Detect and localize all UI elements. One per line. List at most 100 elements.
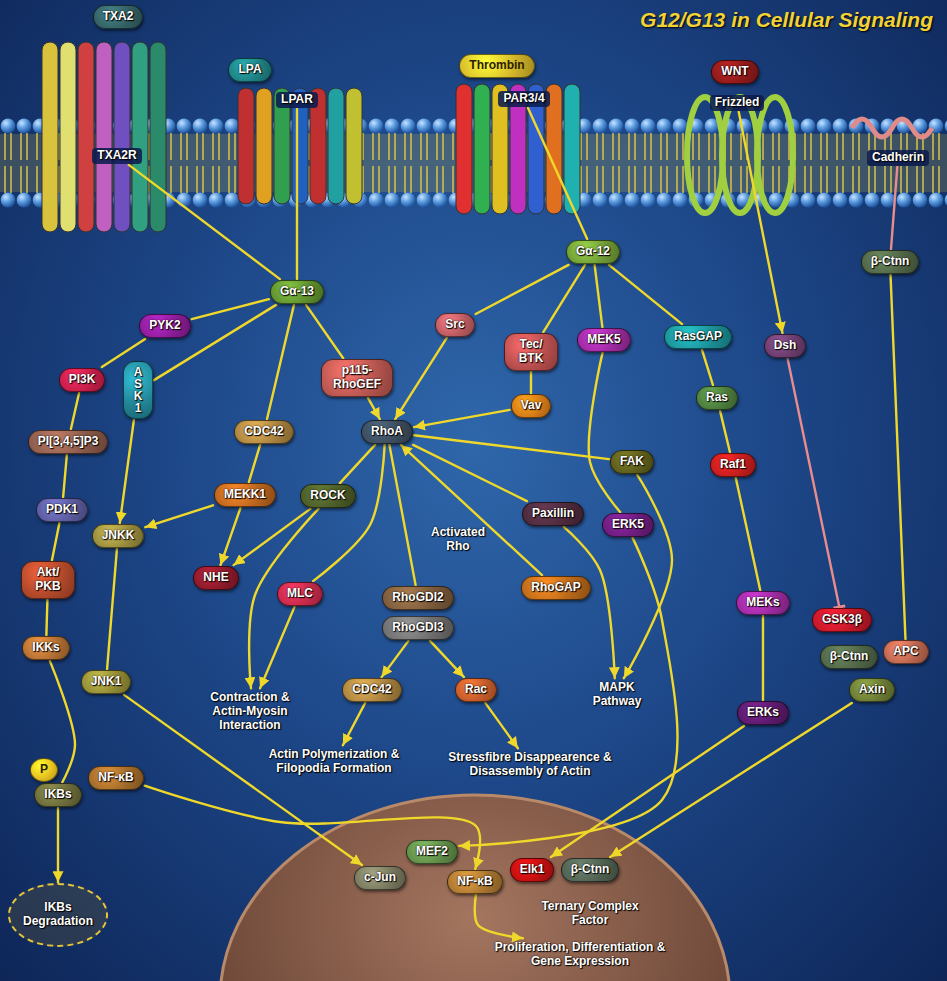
protein-node: NF-κB [447, 870, 502, 894]
signal-connector [609, 265, 682, 324]
node-text: NHE [203, 571, 228, 585]
signal-connector [267, 305, 294, 419]
node-text: MEKK1 [224, 488, 266, 502]
signal-connector [401, 445, 542, 575]
node-text: APC [893, 645, 918, 659]
protein-node: MEF2 [406, 840, 458, 864]
diagram-title: G12/G13 in Cellular Signaling [640, 8, 933, 32]
node-text: Contraction & Actin-Myosin Interaction [203, 691, 298, 732]
protein-node: CDC42 [234, 420, 293, 444]
signal-connector [107, 549, 117, 669]
helix [42, 42, 58, 232]
signal-connector [543, 265, 585, 332]
signal-connector [528, 108, 587, 239]
helix [456, 84, 472, 214]
signal-connector [430, 641, 464, 677]
signal-connector [52, 523, 59, 560]
signal-connector [610, 703, 852, 857]
receptor-label: Frizzled [710, 95, 765, 111]
degradation-circle: IKBs Degradation [8, 883, 108, 947]
signal-connector [71, 393, 79, 429]
signal-connector [485, 703, 518, 748]
signal-connector [891, 275, 906, 639]
node-text: ERK5 [612, 518, 644, 532]
helix [474, 84, 490, 214]
signal-connector [343, 703, 365, 745]
signal-connector [720, 411, 730, 452]
signal-connector [129, 165, 280, 279]
protein-node: Rac [455, 678, 497, 702]
node-text: RhoGDI2 [392, 591, 443, 605]
protein-node: Akt/ PKB [21, 561, 75, 599]
node-text: RhoGAP [531, 581, 580, 595]
signal-connector [145, 786, 480, 869]
signal-connector [221, 508, 241, 565]
protein-node: CDC42 [342, 678, 401, 702]
protein-node: Gα-12 [566, 240, 620, 264]
outcome-text: MAPK Pathway [583, 679, 651, 711]
protein-node: Vav [511, 394, 552, 418]
signal-connector [475, 895, 523, 938]
signal-connector [395, 338, 447, 419]
node-text: NF-κB [457, 875, 492, 889]
node-text: Akt/ PKB [31, 566, 65, 594]
signal-connector [46, 600, 47, 635]
protein-node: Axin [849, 678, 895, 702]
signal-connector [368, 398, 380, 419]
node-text: MEF2 [416, 845, 448, 859]
protein-node: IKKs [22, 636, 69, 660]
node-text: PI[3,4,5]P3 [38, 435, 99, 449]
outcome-text: Proliferation, Differentiation & Gene Ex… [476, 939, 684, 971]
signal-connector [564, 527, 615, 678]
protein-node: ERK5 [602, 513, 654, 537]
protein-node: MEKK1 [214, 483, 276, 507]
node-text: NF-κB [98, 771, 133, 785]
node-text: β-Ctnn [571, 863, 610, 877]
protein-node: APC [883, 640, 928, 664]
signal-connector [296, 109, 298, 279]
node-text: P [40, 763, 48, 777]
node-text: Axin [859, 683, 885, 697]
signal-connector [891, 167, 897, 249]
node-text: PI3K [69, 373, 96, 387]
protein-node: FAK [610, 450, 654, 474]
node-text: LPAR [281, 93, 313, 107]
node-text: PDK1 [46, 503, 78, 517]
helix [96, 42, 112, 232]
signal-connector [413, 445, 527, 501]
node-text: IKKs [32, 641, 59, 655]
helix [78, 42, 94, 232]
node-text: β-Ctnn [830, 650, 869, 664]
protein-node: IKBs [34, 783, 81, 807]
node-text: RasGAP [674, 330, 722, 344]
outcome-text: Actin Polymerization & Filopodia Formati… [255, 746, 413, 778]
protein-node: Ras [696, 386, 738, 410]
node-text: ASK1 [133, 366, 143, 414]
node-text: JNKK [102, 529, 135, 543]
signal-connector [389, 445, 415, 585]
node-text: Frizzled [715, 96, 760, 110]
signal-connector [739, 112, 783, 333]
protein-node: GSK3β [812, 608, 872, 632]
signal-connector [736, 478, 760, 590]
helix [150, 42, 166, 232]
protein-node: ROCK [300, 484, 355, 508]
protein-node: Tec/ BTK [504, 333, 558, 371]
protein-node: Gα-13 [270, 280, 324, 304]
node-text: Cadherin [872, 151, 924, 165]
node-text: MLC [287, 587, 313, 601]
protein-node: Dsh [764, 334, 807, 358]
signal-connector [120, 420, 134, 523]
signal-connector [788, 359, 840, 607]
node-text: Dsh [774, 339, 797, 353]
node-text: Raf1 [720, 458, 746, 472]
protein-node: RhoGDI2 [382, 586, 453, 610]
node-text: WNT [721, 65, 748, 79]
node-text: Paxillin [532, 507, 574, 521]
helix [132, 42, 148, 232]
protein-node: TXA2 [93, 5, 144, 29]
